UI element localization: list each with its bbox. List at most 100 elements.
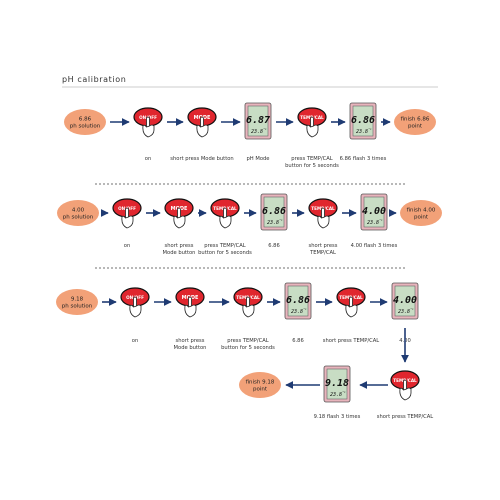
step-button: ON/OFF — [112, 198, 142, 229]
pointing-hand-icon — [399, 379, 412, 401]
step-button: TEMP/CAL — [297, 107, 327, 138]
step-button: MODE — [175, 287, 205, 318]
lcd-temperature: 23.8 — [267, 220, 279, 226]
step-caption-line2: button for 5 seconds — [198, 250, 252, 256]
lcd-reading: 6.86 — [262, 206, 286, 217]
step-caption-line1: on — [124, 243, 130, 249]
finish-point-oval-shape — [394, 109, 436, 135]
lcd-temperature: 23.8 — [330, 392, 342, 398]
lcd-screen — [352, 105, 374, 137]
start-solution-oval-line1: 6.86 — [79, 117, 92, 123]
step-caption-line1: short press — [176, 338, 205, 344]
start-solution-oval-shape — [64, 109, 106, 135]
diagram-title: pH calibration — [62, 75, 126, 84]
step-caption-line1: on — [132, 338, 138, 344]
lcd-reading: 6.86 — [351, 115, 375, 126]
pointing-hand-icon — [129, 296, 142, 318]
lcd-screen — [287, 285, 309, 317]
pointing-hand-icon — [306, 116, 319, 138]
lcd-screen — [247, 105, 269, 137]
finish-point-oval-line1: finish 4.00 — [407, 208, 436, 214]
step-caption-line1: 9.18 flash 3 times — [314, 414, 361, 420]
step-caption-line1: 6.86 — [268, 243, 280, 249]
finish-point-oval-line1: finish 6.86 — [401, 117, 430, 123]
step-display: 6.86 23.8°c — [349, 102, 377, 140]
step-caption-line2: button for 5 seconds — [221, 345, 275, 351]
start-solution-oval-shape — [56, 289, 98, 315]
step-display: 6.86 23.8°c — [260, 193, 288, 231]
pointing-hand-icon — [121, 207, 134, 229]
step-caption-line2: TEMP/CAL — [309, 250, 336, 256]
step-display: 4.00 23.8°c — [391, 282, 419, 320]
step-button: ON/OFF — [120, 287, 150, 318]
step-button: TEMP/CAL — [336, 287, 366, 318]
lcd-screen — [394, 285, 416, 317]
lcd-temp-unit: °c — [368, 127, 372, 131]
lcd-reading: 4.00 — [393, 295, 417, 306]
pointing-hand-icon — [317, 207, 330, 229]
finish-point-oval-shape — [400, 200, 442, 226]
pointing-hand-icon — [196, 116, 209, 138]
step-caption-line1: 6.86 — [292, 338, 304, 344]
step-caption-line1: 4.00 flash 3 times — [351, 243, 398, 249]
lcd-temperature: 23.8 — [356, 129, 368, 135]
step-caption-line1: 6.86 flash 3 times — [340, 156, 387, 162]
start-solution-oval-line2: ph solution — [63, 215, 94, 221]
lcd-temp-unit: °c — [410, 307, 414, 311]
finish-point-oval-line2: point — [414, 215, 429, 221]
step-button: TEMP/CAL — [233, 287, 263, 318]
lcd-temperature: 23.8 — [251, 129, 263, 135]
finish-point-oval-line1: finish 9.18 — [246, 380, 275, 386]
finish-point-oval-shape — [239, 372, 281, 398]
start-solution-oval-line1: 4.00 — [72, 208, 85, 214]
step-button: TEMP/CAL — [390, 370, 420, 401]
step-display: 6.87 23.8°c — [244, 102, 272, 140]
step-caption-line1: press TEMP/CAL — [291, 156, 333, 162]
step-caption-line1: pH Mode — [247, 156, 270, 162]
pointing-hand-icon — [173, 207, 186, 229]
step-caption-line1: short press — [309, 243, 338, 249]
step-button: TEMP/CAL — [308, 198, 338, 229]
lcd-temperature: 23.8 — [398, 309, 410, 315]
start-solution-oval-line1: 9.18 — [71, 297, 84, 303]
lcd-reading: 6.87 — [246, 115, 270, 126]
step-caption-line1: short press TEMP/CAL — [377, 414, 434, 420]
lcd-temp-unit: °c — [279, 218, 283, 222]
step-caption-line1: short press Mode button — [170, 156, 233, 162]
pointing-hand-icon — [242, 296, 255, 318]
lcd-screen — [326, 368, 348, 400]
step-button: TEMP/CAL — [210, 198, 240, 229]
pointing-hand-icon — [345, 296, 358, 318]
step-caption-line2: button for 5 seconds — [285, 163, 339, 169]
step-caption-line2: Mode button — [174, 345, 207, 351]
lcd-temp-unit: °c — [379, 218, 383, 222]
finish-point-oval-line2: point — [408, 124, 423, 130]
lcd-temperature: 23.8 — [367, 220, 379, 226]
lcd-reading: 9.18 — [325, 378, 349, 389]
step-caption-line1: short press — [165, 243, 194, 249]
step-button: ON/OFF — [133, 107, 163, 138]
finish-point-oval-line2: point — [253, 387, 268, 393]
step-caption-line1: press TEMP/CAL — [227, 338, 269, 344]
lcd-temp-unit: °c — [263, 127, 267, 131]
pointing-hand-icon — [184, 296, 197, 318]
lcd-screen — [363, 196, 385, 228]
step-display: 9.18 23.8°c — [323, 365, 351, 403]
lcd-temp-unit: °c — [303, 307, 307, 311]
lcd-temperature: 23.8 — [291, 309, 303, 315]
lcd-temp-unit: °c — [342, 390, 346, 394]
lcd-reading: 6.86 — [286, 295, 310, 306]
step-display: 6.86 23.8°c — [284, 282, 312, 320]
step-button: MODE — [164, 198, 194, 229]
step-caption-line1: press TEMP/CAL — [204, 243, 246, 249]
step-caption-line2: Mode button — [163, 250, 196, 256]
pointing-hand-icon — [142, 116, 155, 138]
